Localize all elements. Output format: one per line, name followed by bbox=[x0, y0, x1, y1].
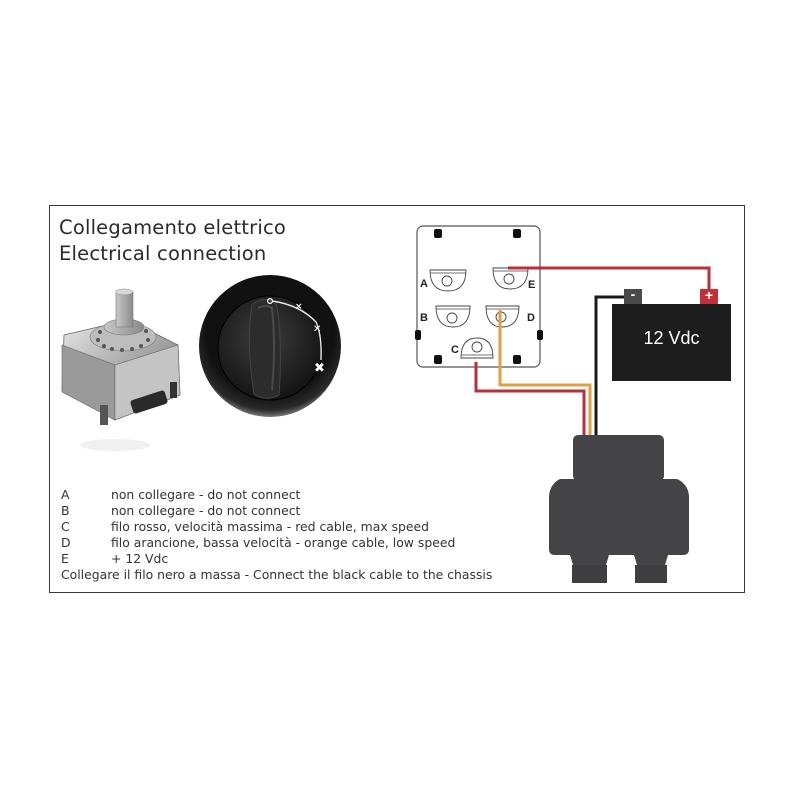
battery-positive-symbol: + bbox=[704, 287, 714, 303]
legend-text: + 12 Vdc bbox=[111, 551, 169, 566]
knob-photo: × ✕ ✖ bbox=[199, 275, 341, 417]
pin-e bbox=[492, 267, 529, 290]
legend-key: A bbox=[61, 487, 70, 502]
pin-b bbox=[435, 305, 471, 328]
title-italian: Collegamento elettrico bbox=[59, 216, 287, 239]
legend-row: C filo rosso, velocità massima - red cab… bbox=[61, 519, 492, 535]
pin-a bbox=[429, 269, 467, 292]
battery bbox=[612, 289, 731, 381]
legend-text: non collegare - do not connect bbox=[111, 487, 301, 502]
legend-footer: Collegare il filo nero a massa - Connect… bbox=[61, 567, 493, 582]
battery-positive-terminal bbox=[700, 289, 718, 304]
speed-position-2: ✕ bbox=[313, 324, 321, 335]
speed-position-0 bbox=[267, 298, 274, 305]
speed-position-3: ✖ bbox=[314, 361, 325, 376]
legend-key: E bbox=[61, 551, 69, 566]
pin-label-d: D bbox=[527, 312, 535, 324]
connector-plug bbox=[549, 435, 689, 583]
legend-key: C bbox=[61, 519, 70, 534]
battery-negative-symbol: - bbox=[630, 286, 636, 302]
wire-red-c bbox=[474, 362, 586, 439]
pin-c bbox=[460, 337, 494, 359]
pin-label-b: B bbox=[420, 312, 428, 324]
legend-text: non collegare - do not connect bbox=[111, 503, 301, 518]
rotary-switch-photo bbox=[61, 288, 181, 451]
wire-black-ground bbox=[594, 295, 626, 439]
legend-text: filo arancione, bassa velocità - orange … bbox=[111, 535, 456, 550]
battery-voltage-label: 12 Vdc bbox=[643, 328, 700, 348]
legend-row: D filo arancione, bassa velocità - orang… bbox=[61, 535, 492, 551]
speed-position-1: × bbox=[295, 302, 303, 312]
pin-label-c: C bbox=[451, 344, 459, 356]
wire-red-e-to-battery bbox=[508, 266, 711, 295]
wire-orange-d bbox=[498, 310, 592, 439]
speed-scale-arc bbox=[271, 300, 322, 361]
battery-body bbox=[612, 304, 731, 381]
legend-row: A non collegare - do not connect bbox=[61, 487, 492, 503]
pin-label-a: A bbox=[420, 278, 428, 290]
pin-label-e: E bbox=[528, 279, 536, 291]
battery-negative-terminal bbox=[624, 289, 642, 304]
pin-legend: A non collegare - do not connect B non c… bbox=[61, 487, 492, 583]
legend-row: B non collegare - do not connect bbox=[61, 503, 492, 519]
legend-text: filo rosso, velocità massima - red cable… bbox=[111, 519, 430, 534]
switch-terminal-diagram bbox=[415, 225, 543, 368]
legend-row: E + 12 Vdc bbox=[61, 551, 492, 567]
wires bbox=[474, 266, 711, 439]
legend-key: B bbox=[61, 503, 70, 518]
legend-key: D bbox=[61, 535, 71, 550]
title-english: Electrical connection bbox=[59, 242, 267, 265]
